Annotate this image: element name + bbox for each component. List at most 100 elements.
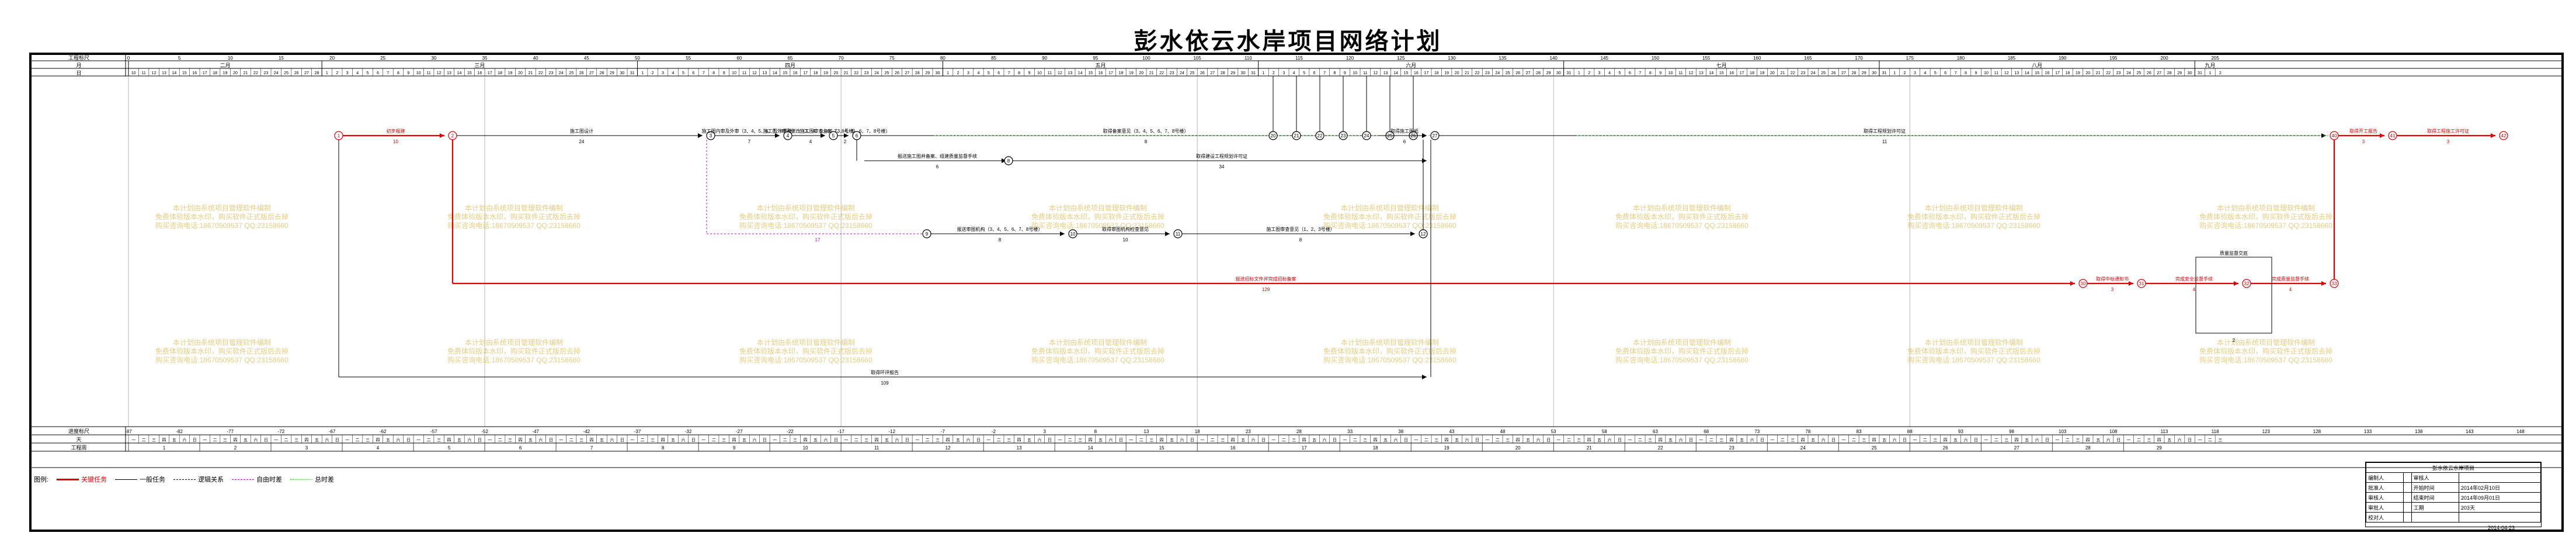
task-duration: 10 — [1123, 237, 1128, 243]
header-row-label: 日 — [76, 70, 81, 76]
weekday-label: 日 — [1760, 438, 1764, 442]
arrow-head — [2380, 133, 2384, 138]
loop-frame — [2195, 257, 2272, 334]
day-label: 22 — [1159, 71, 1164, 75]
day-label: 22 — [253, 71, 258, 75]
task-name: 完成质量监督手续 — [2272, 276, 2309, 282]
month-label: 九月 — [2205, 63, 2215, 68]
weekday-label: 五 — [1526, 438, 1530, 442]
day-label: 9 — [1659, 71, 1661, 75]
weekday-label: 五 — [1170, 438, 1174, 442]
scale-tick-label: 100 — [1142, 56, 1150, 61]
day-label: 3 — [1282, 71, 1285, 75]
weekday-label: 二 — [356, 438, 360, 442]
weekday-label: 二 — [427, 438, 431, 442]
day-label: 10 — [131, 71, 136, 75]
day-label: 17 — [1108, 71, 1113, 75]
weekday-label: 一 — [1414, 438, 1418, 442]
scale-tick-label: 130 — [1448, 56, 1456, 61]
weekday-label: 一 — [559, 438, 563, 442]
network-node: 22 — [1315, 131, 1324, 140]
network-node: 10 — [1068, 229, 1077, 238]
weekday-label: 五 — [1882, 438, 1886, 442]
day-label: 6 — [692, 71, 694, 75]
day-label: 22 — [854, 71, 858, 75]
weekday-label: 一 — [701, 438, 705, 442]
weekday-label: 三 — [1007, 438, 1011, 442]
watermark-text: 购买咨询电话:18670509537 QQ:23158660 — [1907, 355, 2040, 364]
day-label: 16 — [2045, 71, 2050, 75]
weekday-label: 三 — [1791, 438, 1795, 442]
watermark-text: 购买咨询电话:18670509537 QQ:23158660 — [1907, 221, 2040, 230]
watermark-text: 购买咨询电话:18670509537 QQ:23158660 — [1615, 355, 1748, 364]
task-name: 施工图外审及修改（3、4、5、6、7、8号楼） — [763, 128, 858, 134]
watermark-text: 本计划由系统项目管理软件编制 — [1925, 338, 2023, 347]
day-label: 16 — [1098, 71, 1103, 75]
network-node: 27 — [1430, 131, 1440, 140]
weekday-label: 五 — [1811, 438, 1815, 442]
weekday-label: 三 — [2076, 438, 2080, 442]
day-label: 31 — [1566, 71, 1571, 75]
weekday-label: 日 — [1404, 438, 1408, 442]
day-label: 11 — [427, 71, 431, 75]
node-number: 9 — [926, 231, 929, 237]
weekday-label: 四 — [661, 438, 665, 442]
day-label: 1 — [1262, 71, 1264, 75]
progress-scale-label: -52 — [481, 429, 488, 434]
task-name: 报送招标文件并完成招标备案 — [1236, 276, 1296, 282]
weekday-label: 日 — [1261, 438, 1266, 442]
progress-scale-label: 53 — [1551, 429, 1556, 434]
weekday-label: 三 — [437, 438, 441, 442]
weekday-label: 四 — [1944, 438, 1948, 442]
node-number: 3 — [710, 133, 712, 139]
progress-scale-label: -62 — [380, 429, 387, 434]
task-duration: 8 — [1299, 237, 1302, 243]
day-label: 22 — [538, 71, 543, 75]
arrow-head — [2321, 281, 2326, 286]
week-number: 3 — [305, 445, 308, 451]
weekday-label: 日 — [193, 438, 197, 442]
day-label: 13 — [2014, 71, 2019, 75]
day-label: 10 — [1353, 71, 1357, 75]
weekday-label: 一 — [488, 438, 492, 442]
day-label: 23 — [1170, 71, 1174, 75]
node-number: 10 — [1070, 231, 1076, 237]
total-float-line-icon — [290, 479, 313, 480]
day-label: 25 — [2137, 71, 2142, 75]
weekday-label: 六 — [1180, 437, 1184, 442]
day-label: 23 — [1485, 71, 1490, 75]
day-label: 17 — [803, 71, 808, 75]
weekday-label: 二 — [1282, 438, 1286, 442]
day-label: 19 — [1129, 71, 1134, 75]
scale-tick-label: 180 — [1957, 56, 1965, 61]
weekday-label: 日 — [2116, 438, 2120, 442]
weekday-label: 日 — [763, 438, 767, 442]
day-label: 2 — [1273, 71, 1275, 75]
weekday-label: 一 — [1271, 438, 1275, 442]
watermark-text: 本计划由系统项目管理软件编制 — [1049, 203, 1147, 212]
task-duration: 6 — [1403, 139, 1406, 144]
progress-scale-label: 58 — [1602, 429, 1607, 434]
weekday-label: 四 — [1374, 438, 1378, 442]
watermark-text: 本计划由系统项目管理软件编制 — [757, 203, 855, 212]
week-number: 24 — [1800, 445, 1806, 451]
weekday-label: 日 — [1618, 438, 1622, 442]
watermark-text: 免费体验版本水印，购买软件正式版后去掉 — [447, 212, 580, 221]
watermark-text: 免费体验版本水印，购买软件正式版后去掉 — [1323, 212, 1456, 221]
progress-scale-label: 108 — [2109, 429, 2118, 434]
weekday-label: 三 — [508, 438, 512, 442]
day-label: 1 — [326, 71, 328, 75]
watermark-text: 本计划由系统项目管理软件编制 — [173, 203, 271, 212]
weekday-label: 一 — [1913, 438, 1917, 442]
progress-scale-label: 28 — [1296, 429, 1302, 434]
task-duration: 3 — [2447, 139, 2450, 144]
day-label: 15 — [1088, 71, 1093, 75]
day-label: 15 — [182, 71, 187, 75]
week-number: 23 — [1729, 445, 1734, 451]
weekday-label: 六 — [681, 437, 685, 442]
week-number: 27 — [2014, 445, 2019, 451]
weekday-label: 日 — [1333, 438, 1337, 442]
weekday-label: 三 — [1149, 438, 1153, 442]
day-label: 23 — [864, 71, 869, 75]
day-label: 29 — [1230, 71, 1235, 75]
